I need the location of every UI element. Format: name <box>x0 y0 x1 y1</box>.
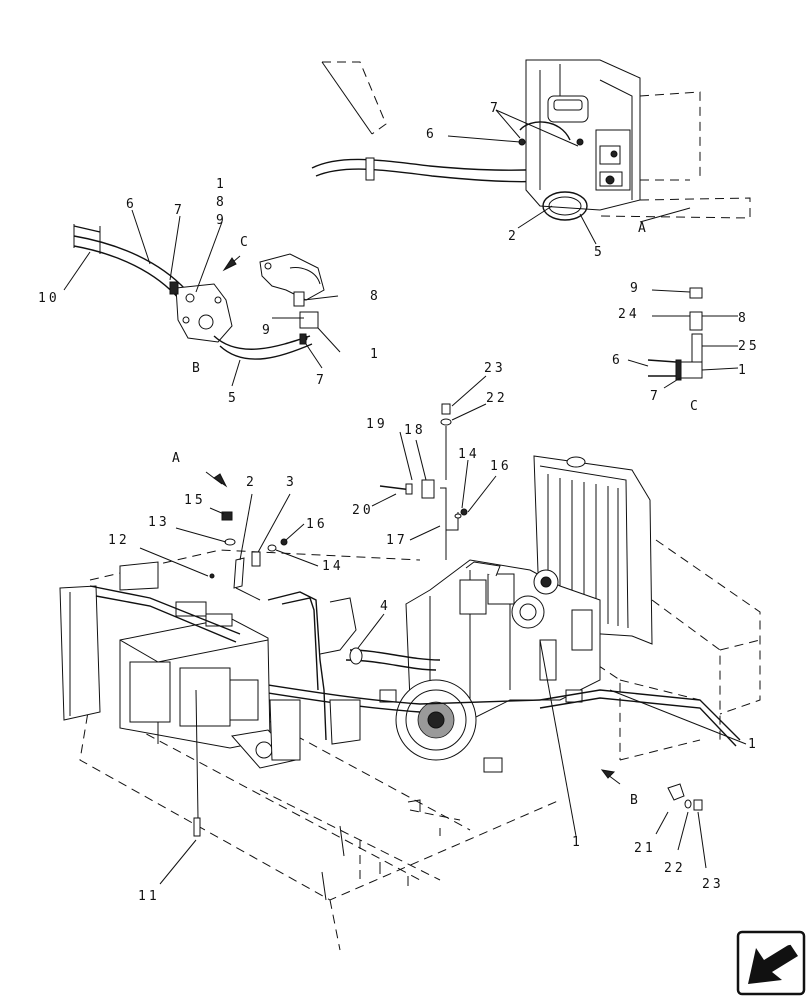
callout-C-c: C <box>690 399 701 414</box>
callout-24-c: 24 <box>618 307 640 322</box>
callout-A-top: A <box>638 221 649 236</box>
left-detail <box>63 209 341 387</box>
callout-23-mid: 23 <box>484 361 506 376</box>
bolt-11 <box>159 689 201 885</box>
callout-1-right: 1 <box>748 737 759 752</box>
callout-6-top: 6 <box>426 127 437 142</box>
callout-8-left: 8 <box>216 195 227 210</box>
callout-9b-left: 9 <box>262 323 273 338</box>
callout-C-left: C <box>240 235 251 250</box>
callout-9-left: 9 <box>216 213 227 228</box>
callout-18-mid: 18 <box>404 423 426 438</box>
callout-leaders-a <box>139 493 385 649</box>
callout-16-mid: 16 <box>490 459 512 474</box>
callout-19-mid: 19 <box>366 417 388 432</box>
callout-6-left: 6 <box>126 197 137 212</box>
callout-1-c: 1 <box>738 363 749 378</box>
bracket-hardware <box>371 375 497 560</box>
callout-16-main: 16 <box>306 517 328 532</box>
callout-B-left: B <box>192 361 203 376</box>
callout-7-top: 7 <box>490 101 501 116</box>
top-detail <box>311 59 751 245</box>
arrow-left-down-icon[interactable] <box>736 930 806 996</box>
detail-c <box>627 287 739 389</box>
callout-4-main: 4 <box>380 599 391 614</box>
callout-17-mid: 17 <box>386 533 408 548</box>
callout-10-left: 10 <box>38 291 60 306</box>
callout-22-bottom: 22 <box>664 861 686 876</box>
callout-1b-left: 1 <box>370 347 381 362</box>
callout-14-main: 14 <box>322 559 344 574</box>
callout-13-main: 13 <box>148 515 170 530</box>
callout-7-left: 7 <box>174 203 185 218</box>
callout-23-bottom: 23 <box>702 877 724 892</box>
callout-21-bottom: 21 <box>634 841 656 856</box>
callout-14-mid: 14 <box>458 447 480 462</box>
callout-12-main: 12 <box>108 533 130 548</box>
callout-2-top: 2 <box>508 229 519 244</box>
callout-5-left: 5 <box>228 391 239 406</box>
callout-25-c: 25 <box>738 339 760 354</box>
callout-A-main: A <box>172 451 183 466</box>
callout-7b-left: 7 <box>316 373 327 388</box>
callout-22-mid: 22 <box>486 391 508 406</box>
main-assembly <box>59 455 761 951</box>
callout-1-bottom: 1 <box>572 835 583 850</box>
fittings-21-23 <box>655 783 707 869</box>
callout-3-main: 3 <box>286 475 297 490</box>
callout-6-c: 6 <box>612 353 623 368</box>
callout-15-main: 15 <box>184 493 206 508</box>
callout-20-mid: 20 <box>352 503 374 518</box>
callout-11-bottom: 11 <box>138 889 160 904</box>
callout-B-bottom: B <box>630 793 641 808</box>
callout-8-c: 8 <box>738 311 749 326</box>
callout-8b-left: 8 <box>370 289 381 304</box>
callout-1-left: 1 <box>216 177 227 192</box>
callout-5-top: 5 <box>594 245 605 260</box>
callout-2-main: 2 <box>246 475 257 490</box>
callout-7-c: 7 <box>650 389 661 404</box>
callout-9-c: 9 <box>630 281 641 296</box>
